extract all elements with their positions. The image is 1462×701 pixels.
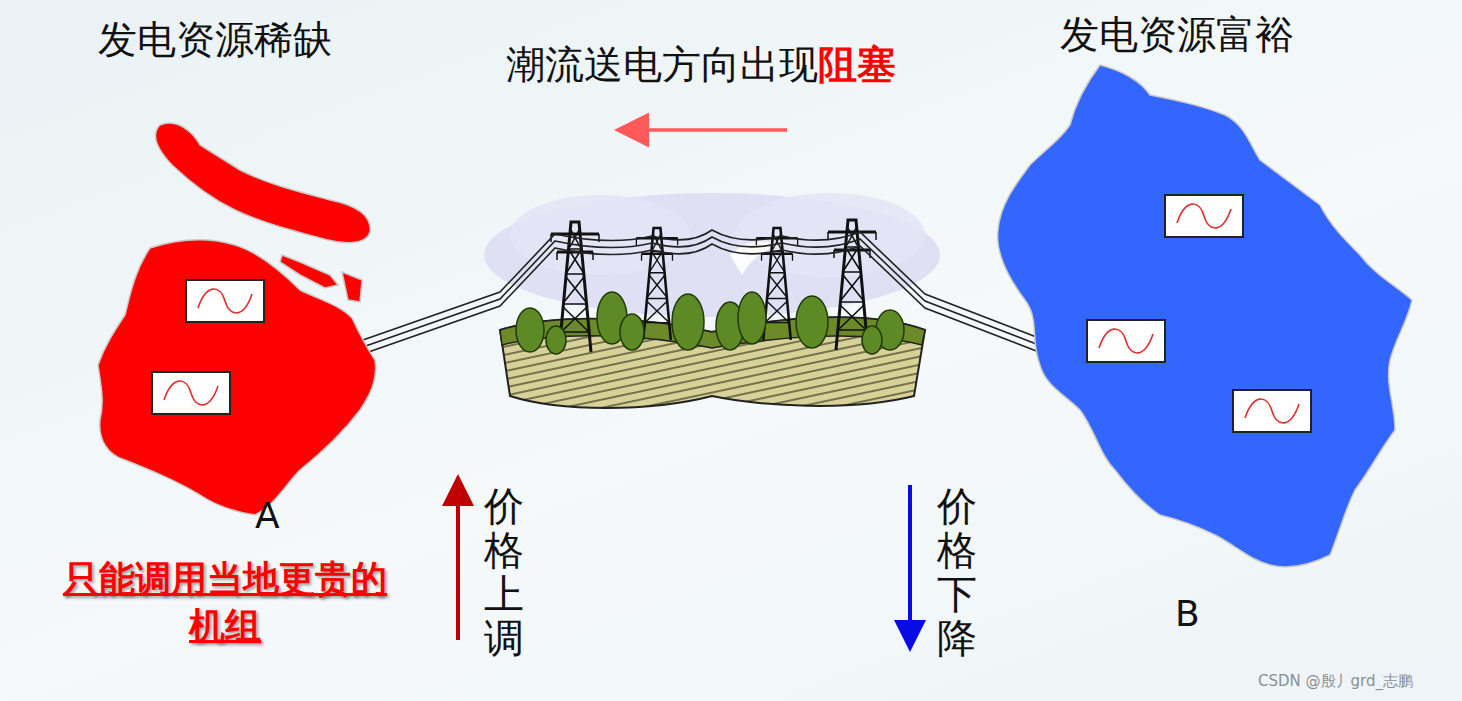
region-outline	[90, 110, 380, 520]
map-region: 发电资源稀缺A	[90, 110, 380, 520]
transmission-line	[340, 230, 1075, 366]
region-letter: A	[255, 495, 280, 536]
title: 潮流送电方向出现	[506, 38, 818, 92]
callout-note: 只能调用当地更贵的机组	[55, 556, 395, 650]
region-heading: 发电资源稀缺	[98, 13, 332, 67]
region-letter: B	[1175, 593, 1200, 634]
watermark: CSDN @殷丿grd_志鹏	[1258, 672, 1413, 691]
title-row: 潮流送电方向出现阻塞	[506, 38, 896, 92]
map-region: 发电资源富裕B	[985, 60, 1415, 575]
highlight-word: 阻塞	[818, 38, 896, 92]
price-note: 价格下降	[937, 484, 977, 660]
price-note: 价格上调	[484, 484, 524, 660]
region-heading: 发电资源富裕	[1060, 8, 1294, 62]
region-outline	[985, 60, 1415, 575]
